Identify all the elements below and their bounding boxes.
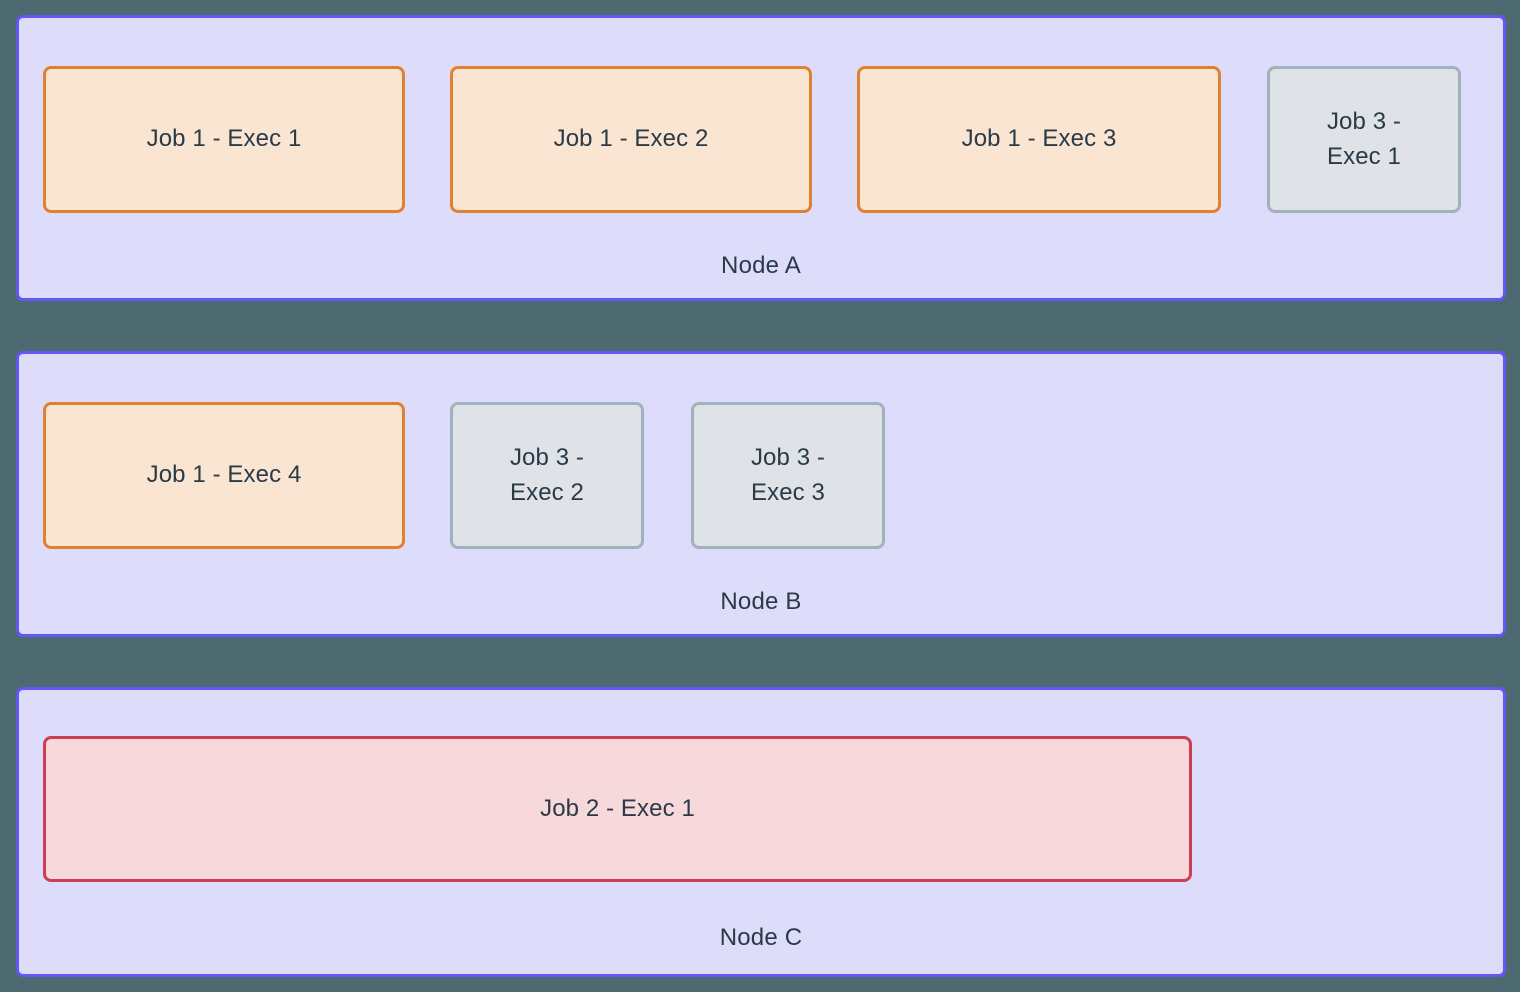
node-label-c: Node C: [719, 924, 803, 951]
node-container-c[interactable]: Job 2 - Exec 1 Node C: [16, 687, 1506, 977]
node-container-a[interactable]: Job 1 - Exec 1 Job 1 - Exec 2 Job 1 - Ex…: [16, 15, 1506, 301]
task-job3-exec2[interactable]: Job 3 - Exec 2: [450, 402, 644, 549]
node-label-b: Node B: [720, 588, 802, 615]
task-job2-exec1[interactable]: Job 2 - Exec 1: [43, 736, 1192, 882]
task-job1-exec2[interactable]: Job 1 - Exec 2: [450, 66, 812, 213]
task-job3-exec1[interactable]: Job 3 - Exec 1: [1267, 66, 1461, 213]
task-job1-exec1[interactable]: Job 1 - Exec 1: [43, 66, 405, 213]
task-job1-exec4[interactable]: Job 1 - Exec 4: [43, 402, 405, 549]
task-job3-exec3[interactable]: Job 3 - Exec 3: [691, 402, 885, 549]
task-job1-exec3[interactable]: Job 1 - Exec 3: [857, 66, 1221, 213]
node-container-b[interactable]: Job 1 - Exec 4 Job 3 - Exec 2 Job 3 - Ex…: [16, 351, 1506, 637]
node-label-a: Node A: [721, 252, 801, 279]
